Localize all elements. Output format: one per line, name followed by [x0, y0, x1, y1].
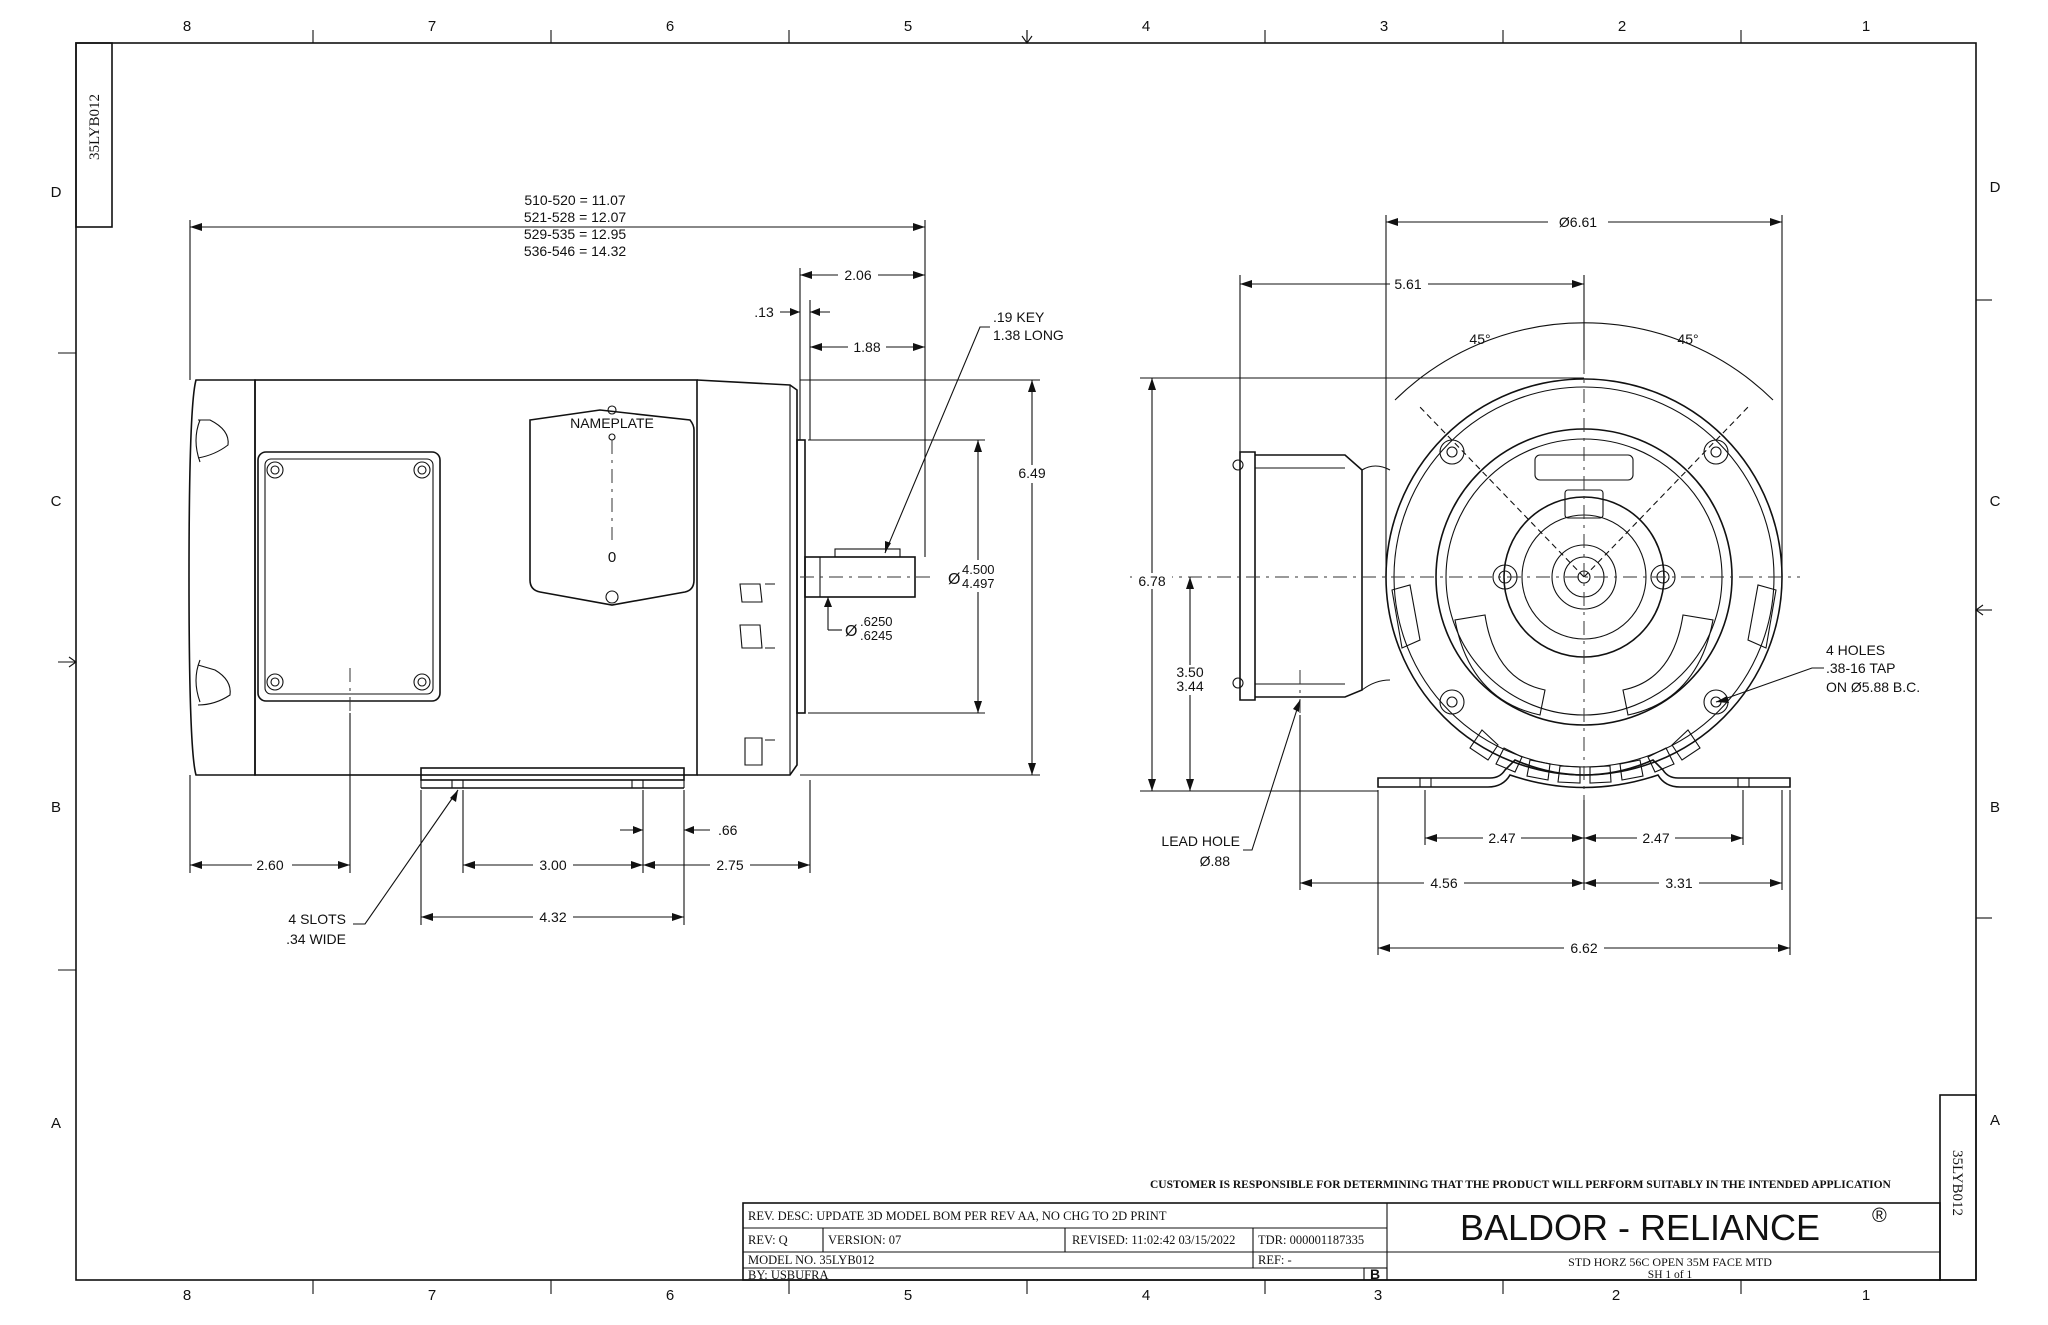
shaft-dim-bottom: .6245 — [860, 628, 893, 643]
revised: REVISED: 11:02:42 03/15/2022 — [1072, 1233, 1235, 1247]
zone-col-top: 2 — [1618, 18, 1626, 35]
drawing-description: STD HORZ 56C OPEN 35M FACE MTD — [1568, 1255, 1772, 1269]
dim-2-60: 2.60 — [256, 857, 283, 873]
zone-row-right: B — [1990, 799, 2000, 816]
dim-6-62: 6.62 — [1570, 940, 1597, 956]
zone-row-right: A — [1990, 1112, 2000, 1129]
zone-col-bottom: 7 — [428, 1287, 436, 1304]
zone-col-top: 1 — [1862, 18, 1870, 35]
nameplate-labels: NAMEPLATE 0 — [570, 415, 654, 566]
slots-line-2: .34 WIDE — [286, 931, 346, 947]
dim-3-50: 3.50 — [1176, 664, 1203, 680]
zone-col-top: 4 — [1142, 18, 1150, 35]
company-logo-text: BALDOR - RELIANCE — [1460, 1207, 1820, 1248]
zone-col-top: 3 — [1380, 18, 1388, 35]
zone-col-bottom: 4 — [1142, 1287, 1150, 1304]
zone-row-left: C — [51, 493, 62, 510]
model-no: MODEL NO. 35LYB012 — [748, 1253, 874, 1267]
drawing-size: B — [1370, 1266, 1380, 1282]
dim-3-44: 3.44 — [1176, 678, 1203, 694]
key-line-2: 1.38 LONG — [993, 327, 1064, 343]
zone-col-bottom: 3 — [1374, 1287, 1382, 1304]
lead-hole-line-2: Ø.88 — [1200, 853, 1231, 869]
shaft-diameter-symbol: Ø — [845, 623, 857, 640]
dim-2-06: 2.06 — [844, 267, 871, 283]
zone-col-bottom: 1 — [1862, 1287, 1870, 1304]
length-line-3: 529-535 = 12.95 — [524, 226, 627, 242]
side-view-dimensions — [189, 220, 1040, 925]
end-view — [1130, 322, 1800, 800]
by: BY: USBUFRA — [748, 1268, 828, 1282]
zone-col-bottom: 5 — [904, 1287, 912, 1304]
holes-line-3: ON Ø5.88 B.C. — [1826, 679, 1920, 695]
length-line-1: 510-520 = 11.07 — [524, 192, 626, 208]
dim-2-47-right: 2.47 — [1642, 830, 1669, 846]
sheet-id-top-box: 35LYB012 — [75, 42, 113, 228]
shaft-dim-top: .6250 — [860, 614, 893, 629]
holes-line-2: .38-16 TAP — [1826, 660, 1896, 676]
dim-6-49: 6.49 — [1018, 465, 1045, 481]
title-block: CUSTOMER IS RESPONSIBLE FOR DETERMINING … — [742, 1179, 1941, 1282]
zone-col-top: 8 — [183, 18, 191, 35]
sheet-id-right-box: 35LYB012 — [1939, 1094, 1977, 1281]
dim-1-88: 1.88 — [853, 339, 880, 355]
holes-line-1: 4 HOLES — [1826, 642, 1885, 658]
angle-left: 45° — [1469, 331, 1490, 347]
key-line-1: .19 KEY — [993, 309, 1045, 325]
version: VERSION: 07 — [828, 1233, 901, 1247]
zone-row-right: D — [1990, 179, 2001, 196]
slots-line-1: 4 SLOTS — [288, 911, 346, 927]
pilot-dim-bottom: 4.497 — [962, 576, 995, 591]
zone-col-top: 7 — [428, 18, 436, 35]
zone-col-bottom: 2 — [1612, 1287, 1620, 1304]
nameplate-zero: 0 — [608, 549, 616, 566]
zone-row-left: A — [51, 1115, 61, 1132]
disclaimer: CUSTOMER IS RESPONSIBLE FOR DETERMINING … — [1150, 1179, 1892, 1191]
dim-6-78: 6.78 — [1138, 573, 1165, 589]
dim-3-31: 3.31 — [1665, 875, 1692, 891]
zone-col-bottom: 8 — [183, 1287, 191, 1304]
zone-col-top: 5 — [904, 18, 912, 35]
dim-0-66: .66 — [718, 822, 738, 838]
length-line-2: 521-528 = 12.07 — [524, 209, 627, 225]
zone-row-left: B — [51, 799, 61, 816]
zone-row-right: C — [1990, 493, 2001, 510]
nameplate-label: NAMEPLATE — [570, 415, 654, 431]
zone-row-left: D — [51, 184, 62, 201]
sheet-id-top: 35LYB012 — [87, 94, 103, 160]
length-line-4: 536-546 = 14.32 — [524, 243, 627, 259]
dim-5-61: 5.61 — [1394, 276, 1421, 292]
dim-4-32: 4.32 — [539, 909, 566, 925]
dim-2-47-left: 2.47 — [1488, 830, 1515, 846]
side-view — [188, 379, 935, 789]
dim-3-00: 3.00 — [539, 857, 566, 873]
sheet-number: SH 1 of 1 — [1648, 1269, 1693, 1281]
sheet-id-right: 35LYB012 — [1949, 1150, 1965, 1216]
zone-col-bottom: 6 — [666, 1287, 674, 1304]
lead-hole-line-1: LEAD HOLE — [1161, 833, 1240, 849]
zone-labels: 8 7 6 5 4 3 2 1 8 7 6 5 4 3 2 1 D C B A … — [51, 18, 2001, 1304]
registered-mark: ® — [1872, 1205, 1887, 1227]
ref: REF: - — [1258, 1253, 1292, 1267]
dim-frame-diameter: Ø6.61 — [1559, 214, 1597, 230]
pilot-diameter-symbol: Ø — [948, 571, 960, 588]
drawing-border — [58, 30, 1992, 1294]
zone-col-top: 6 — [666, 18, 674, 35]
pilot-dim-top: 4.500 — [962, 562, 995, 577]
tdr: TDR: 000001187335 — [1258, 1233, 1364, 1247]
dim-0-13: .13 — [754, 304, 774, 320]
side-view-dimension-text: 510-520 = 11.07 521-528 = 12.07 529-535 … — [252, 192, 1064, 947]
dim-2-75: 2.75 — [716, 857, 743, 873]
angle-right: 45° — [1677, 331, 1698, 347]
end-view-dimension-text: Ø6.61 5.61 45° 45° 6.78 3.50 3.44 4 HOLE… — [1132, 214, 1920, 956]
rev-desc: REV. DESC: UPDATE 3D MODEL BOM PER REV A… — [748, 1209, 1167, 1223]
rev: REV: Q — [748, 1233, 788, 1247]
dim-4-56: 4.56 — [1430, 875, 1457, 891]
